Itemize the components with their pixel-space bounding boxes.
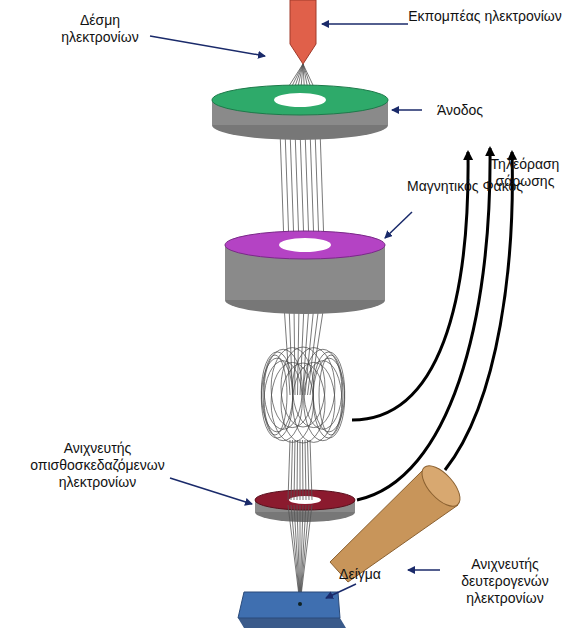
beam-ray bbox=[310, 130, 314, 245]
sample bbox=[238, 592, 346, 628]
beam-ray bbox=[290, 130, 294, 245]
beam-ray bbox=[294, 505, 300, 604]
beam-ray bbox=[308, 440, 310, 500]
beam-ray bbox=[291, 440, 293, 500]
beam-ray bbox=[300, 130, 304, 245]
coil-winding bbox=[264, 349, 302, 429]
beam-ray bbox=[297, 505, 300, 604]
beam-ray bbox=[288, 440, 290, 500]
beam-ray bbox=[310, 440, 312, 500]
beam-ray bbox=[315, 130, 319, 245]
beam-ray bbox=[280, 130, 284, 245]
electron-beam-lower bbox=[288, 440, 312, 604]
beam-ray bbox=[305, 440, 306, 500]
part-label: Εκπομπέας ηλεκτρονίων bbox=[405, 8, 565, 25]
leader-arrows bbox=[150, 24, 440, 598]
beam-ray bbox=[298, 305, 300, 395]
anode bbox=[212, 85, 388, 140]
coil-winding bbox=[281, 347, 325, 427]
coil-winding bbox=[263, 355, 287, 435]
electron-emitter bbox=[290, 0, 316, 64]
beam-ray bbox=[300, 505, 306, 604]
beam-ray bbox=[300, 505, 309, 604]
beam-ray bbox=[295, 130, 299, 245]
part-label: Δείγμα bbox=[330, 566, 390, 583]
coil-winding bbox=[281, 363, 325, 443]
beam-ray bbox=[300, 440, 301, 500]
beam-ray bbox=[288, 505, 300, 604]
beam-ray bbox=[285, 130, 289, 245]
beam-ray bbox=[300, 505, 312, 604]
beam-ray bbox=[302, 440, 304, 500]
secondary-detector bbox=[330, 459, 467, 582]
scan-coils bbox=[261, 347, 344, 443]
coil-winding bbox=[293, 348, 335, 428]
coil-winding bbox=[313, 352, 345, 432]
part-label: Ανιχνευτής δευτερογενών ηλεκτρονίων bbox=[440, 556, 570, 607]
beam-ray bbox=[320, 130, 324, 245]
coil-winding bbox=[304, 349, 342, 429]
signal-arrows bbox=[352, 148, 512, 500]
part-label: Άνοδος bbox=[425, 102, 495, 119]
beam-ray bbox=[291, 505, 300, 604]
coil-winding bbox=[261, 352, 293, 432]
beam-ray bbox=[297, 440, 299, 500]
part-label: Δέσμη ηλεκτρονίων bbox=[40, 12, 160, 46]
beam-ray bbox=[289, 305, 293, 395]
coil-winding bbox=[319, 355, 343, 435]
part-label: Τηλεόραση σάρωσης bbox=[476, 156, 574, 190]
magnetic-lens bbox=[225, 231, 385, 314]
part-label: Ανιχνευτής οπισθοσκεδαζόμενων ηλεκτρονίω… bbox=[10, 440, 185, 491]
beam-ray bbox=[305, 130, 309, 245]
beam-ray bbox=[294, 440, 295, 500]
